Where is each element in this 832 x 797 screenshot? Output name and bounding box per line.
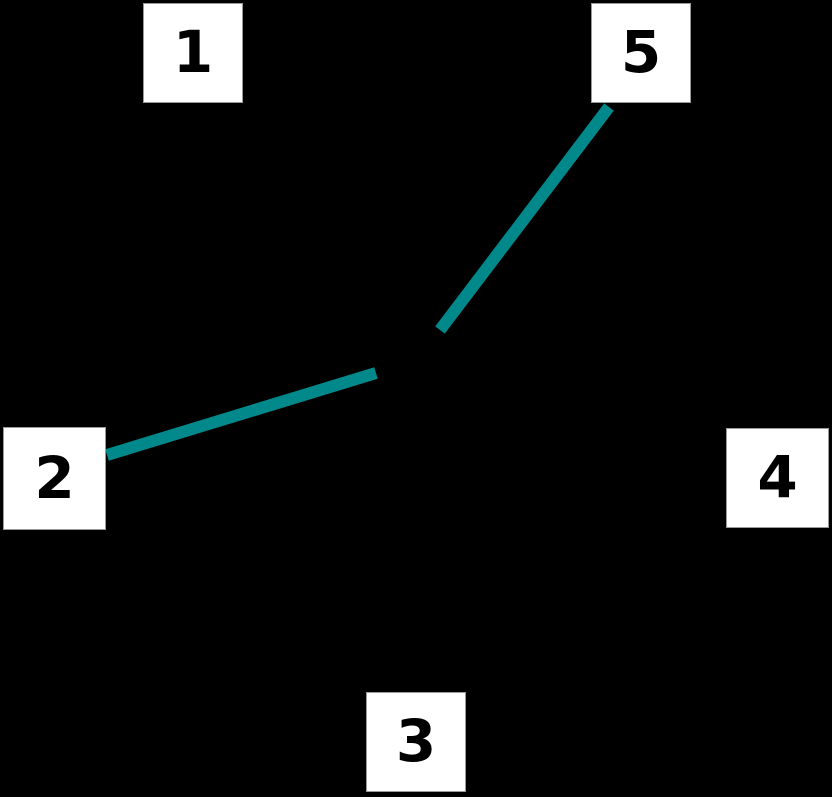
graph-node-2-label: 2: [34, 443, 75, 512]
edge-5-center: [435, 103, 614, 334]
graph-node-3[interactable]: 3: [366, 692, 466, 792]
graph-node-3-label: 3: [395, 707, 437, 775]
edge-2-center: [105, 367, 378, 461]
graph-node-5[interactable]: 5: [591, 3, 691, 103]
graph-node-4[interactable]: 4: [726, 428, 829, 528]
graph-node-4-label: 4: [757, 443, 798, 511]
graph-node-5-label: 5: [620, 18, 662, 86]
graph-node-1-label: 1: [172, 18, 214, 86]
graph-node-2[interactable]: 2: [3, 427, 106, 530]
graph-node-1[interactable]: 1: [143, 3, 243, 103]
